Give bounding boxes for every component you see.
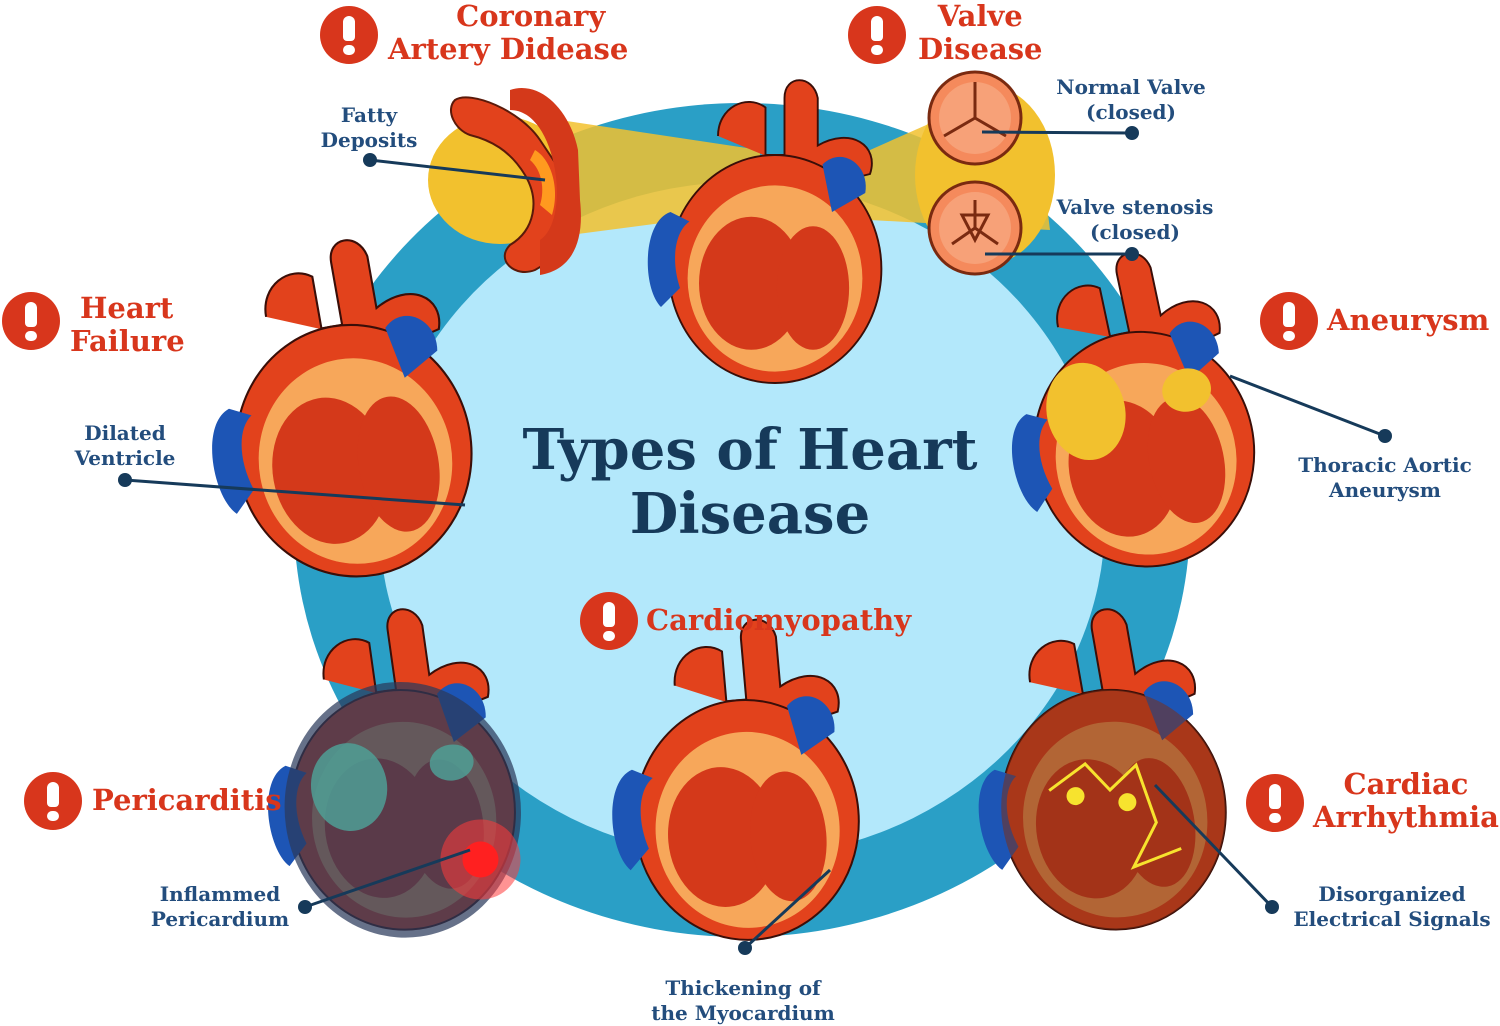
valve-stenosis-illustration bbox=[927, 180, 1023, 276]
warning-icon bbox=[24, 772, 82, 830]
disease-title-coronary: Coronary Artery Didease bbox=[388, 0, 629, 66]
page-title: Types of Heart Disease bbox=[522, 417, 978, 547]
disease-title-pericarditis: Pericarditis bbox=[92, 783, 282, 817]
label-valve-stenosis: Valve stenosis(closed) bbox=[1056, 195, 1214, 244]
pericarditis-illustration bbox=[241, 596, 532, 949]
warning-icon bbox=[2, 292, 60, 350]
disease-title-cardiomyopathy: Cardiomyopathy bbox=[646, 603, 912, 637]
disease-title-heart-failure: Heart Failure bbox=[70, 291, 185, 358]
warning-icon bbox=[848, 6, 906, 64]
label-normal-valve: Normal Valve(closed) bbox=[1056, 75, 1206, 124]
warning-icon bbox=[320, 6, 378, 64]
warning-icon bbox=[1260, 292, 1318, 350]
coronary-artery-illustration bbox=[450, 88, 581, 275]
disease-title-aneurysm: Aneurysm bbox=[1327, 303, 1490, 337]
center-ring-fill bbox=[379, 182, 1105, 858]
arrhythmia-illustration bbox=[946, 593, 1246, 953]
disease-title-arrhythmia: Cardiac Arrhythmia bbox=[1313, 767, 1499, 834]
leader-lines bbox=[124, 130, 1386, 950]
warning-icon bbox=[580, 592, 638, 650]
warning-icon bbox=[1246, 774, 1304, 832]
normal-valve-illustration bbox=[927, 70, 1023, 166]
aneurysm-illustration bbox=[974, 234, 1277, 593]
disease-title-valve: Valve Disease bbox=[918, 0, 1043, 66]
